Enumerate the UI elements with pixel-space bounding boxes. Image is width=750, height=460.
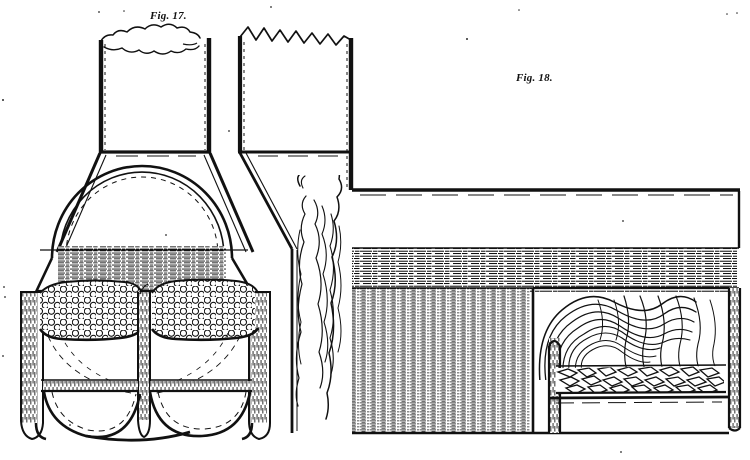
fig17-grate-bars [41, 379, 252, 393]
fig17-dome-arch [50, 164, 234, 259]
foxing-specks [2, 6, 738, 453]
figure-18-drawing [237, 26, 742, 435]
fig17-right-ore-chamber [150, 278, 260, 342]
fig17-hearth-guide-arcs [47, 332, 241, 395]
fig18-fire-chamber [531, 286, 729, 433]
fig17-fire-arches [42, 391, 252, 442]
fig18-right-jamb [727, 288, 742, 432]
fig18-smoke-column [295, 175, 343, 420]
figure-17-drawing [20, 23, 271, 442]
fig17-left-ore-chamber [38, 279, 144, 342]
fig18-roof-slab [352, 188, 741, 248]
fig18-fuel-bed [555, 364, 727, 395]
fig18-chimney-stack [237, 36, 354, 190]
fig18-bridge-pier [547, 338, 562, 433]
fig18-hatched-brickwork [352, 247, 739, 435]
figure-label-17: Fig. 17. [150, 10, 187, 22]
fig17-chimney-stack [98, 38, 212, 152]
fig17-flared-walls [55, 152, 255, 253]
fig17-break-line [100, 23, 201, 55]
fig17-central-pier [137, 283, 151, 439]
fig18-grate-bar-course [547, 395, 729, 404]
fig18-break-line [239, 26, 352, 46]
figure-label-18: Fig. 18. [516, 72, 553, 84]
